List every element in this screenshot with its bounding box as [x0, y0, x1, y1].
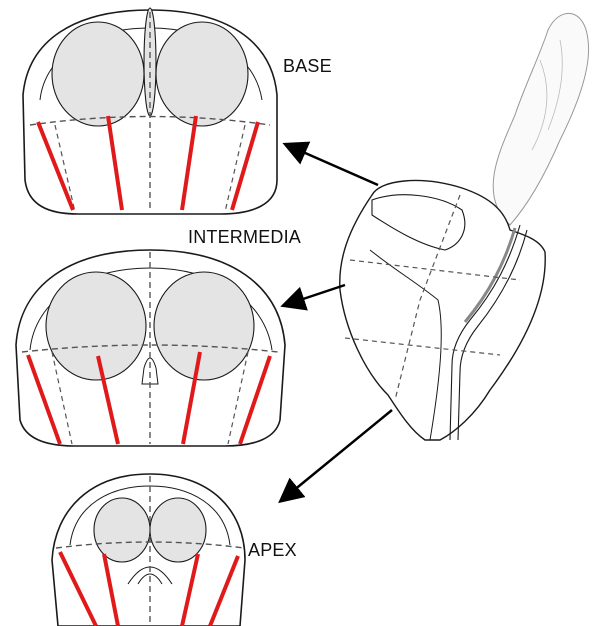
apex-section [52, 474, 245, 626]
label-apex: APEX [248, 540, 297, 561]
arrow-to-apex [282, 410, 392, 500]
base-left-lobe [52, 22, 144, 126]
arrow-to-intermedia [285, 285, 345, 305]
intermedia-section [16, 250, 285, 446]
apex-left-lobe [94, 498, 150, 562]
intermedia-left-lobe [46, 272, 146, 380]
arrow-to-base [287, 145, 378, 185]
apex-right-lobe [150, 498, 206, 562]
sagittal-view [340, 13, 589, 440]
base-right-lobe [156, 22, 248, 126]
apex-outline [52, 474, 245, 626]
label-base: BASE [283, 56, 332, 77]
base-section [23, 8, 277, 214]
label-intermedia: INTERMEDIA [188, 227, 301, 248]
bladder-outline [493, 13, 588, 225]
intermedia-right-lobe [154, 272, 254, 380]
